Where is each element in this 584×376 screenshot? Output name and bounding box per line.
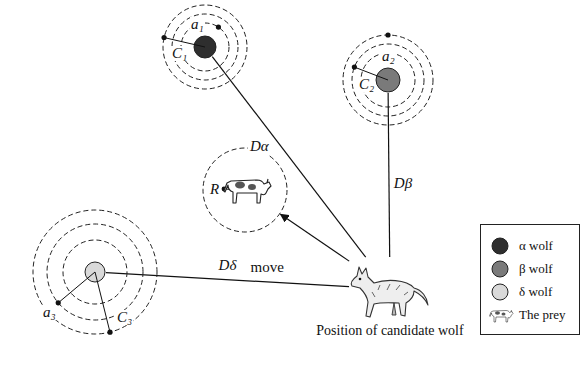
- wolf-picture: [350, 258, 430, 320]
- legend-row: β wolf: [489, 257, 575, 280]
- legend-row: The prey: [489, 303, 575, 326]
- edge-label: Dα: [248, 138, 271, 155]
- edge-label: Dβ: [392, 175, 414, 192]
- legend-text: The prey: [519, 308, 566, 321]
- dashed-range-circle: [352, 44, 424, 116]
- prey-icon: [489, 304, 513, 326]
- cow-horn: [267, 179, 268, 183]
- candidate-wolf: Position of candidate wolf: [300, 256, 480, 346]
- legend-swatch: [489, 258, 513, 280]
- node-caption: Position of candidate wolf: [315, 324, 464, 338]
- distance-line: [388, 93, 390, 257]
- cow-horn: [511, 310, 513, 312]
- legend-row: α wolf: [489, 234, 575, 257]
- leader-line: [58, 272, 95, 303]
- wolf-body: [351, 267, 428, 317]
- wolf-figure: [351, 267, 428, 317]
- symbol-label: a₁: [190, 17, 205, 32]
- cow-body: [224, 180, 271, 203]
- prey-circle: R: [203, 148, 287, 232]
- cow-spot: [495, 311, 500, 315]
- prey-cow: [224, 179, 271, 203]
- symbol-label: a₂: [381, 49, 396, 64]
- symbol-label: C₁: [171, 46, 188, 61]
- legend-swatch: [489, 235, 513, 257]
- symbol-label: a₃: [42, 305, 57, 320]
- cow-spot: [248, 184, 256, 190]
- wolf-fur: [372, 284, 408, 297]
- wolf-hind-leg: [392, 303, 396, 315]
- beta-wolf-circle: C₂ a₂: [343, 35, 433, 125]
- marker-dot: [352, 64, 357, 69]
- alpha-wolf-circle: C₁a₁: [163, 5, 247, 89]
- dashed-range-circle: [203, 148, 287, 232]
- marker-dot: [385, 32, 390, 37]
- swatch-circle: [492, 284, 508, 300]
- marker-dot: [161, 35, 166, 40]
- symbol-label: C₂: [358, 77, 375, 92]
- marker-dot: [216, 25, 221, 30]
- delta-wolf-circle: a₃ C₃: [33, 210, 157, 334]
- dashed-range-circle: [33, 210, 157, 334]
- symbol-label: C₃: [116, 310, 133, 325]
- swatch-circle: [492, 261, 508, 277]
- legend-cow: [490, 310, 514, 322]
- cow-body: [490, 310, 514, 322]
- legend-text: δ wolf: [519, 285, 552, 298]
- leader-line: [95, 272, 110, 332]
- legend-swatch: [489, 281, 513, 303]
- edge-label: Dδ: [217, 257, 239, 274]
- swatch-circle: [492, 238, 508, 254]
- cow-spot: [235, 182, 245, 189]
- distance-line: [212, 57, 365, 258]
- marker-dot: [107, 330, 112, 335]
- legend-row: δ wolf: [489, 280, 575, 303]
- cow-spot: [502, 312, 506, 315]
- move-arrow: [281, 214, 350, 261]
- legend-text: α wolf: [519, 239, 553, 252]
- dashed-range-circle: [343, 35, 433, 125]
- legend-text: β wolf: [519, 262, 553, 275]
- edge-label: move: [249, 259, 286, 276]
- symbol-label: R: [209, 182, 220, 197]
- wolf-eye: [359, 278, 362, 281]
- legend-box: α wolf β wolf δ wolfThe prey: [480, 224, 580, 335]
- dashed-range-circle: [163, 5, 247, 89]
